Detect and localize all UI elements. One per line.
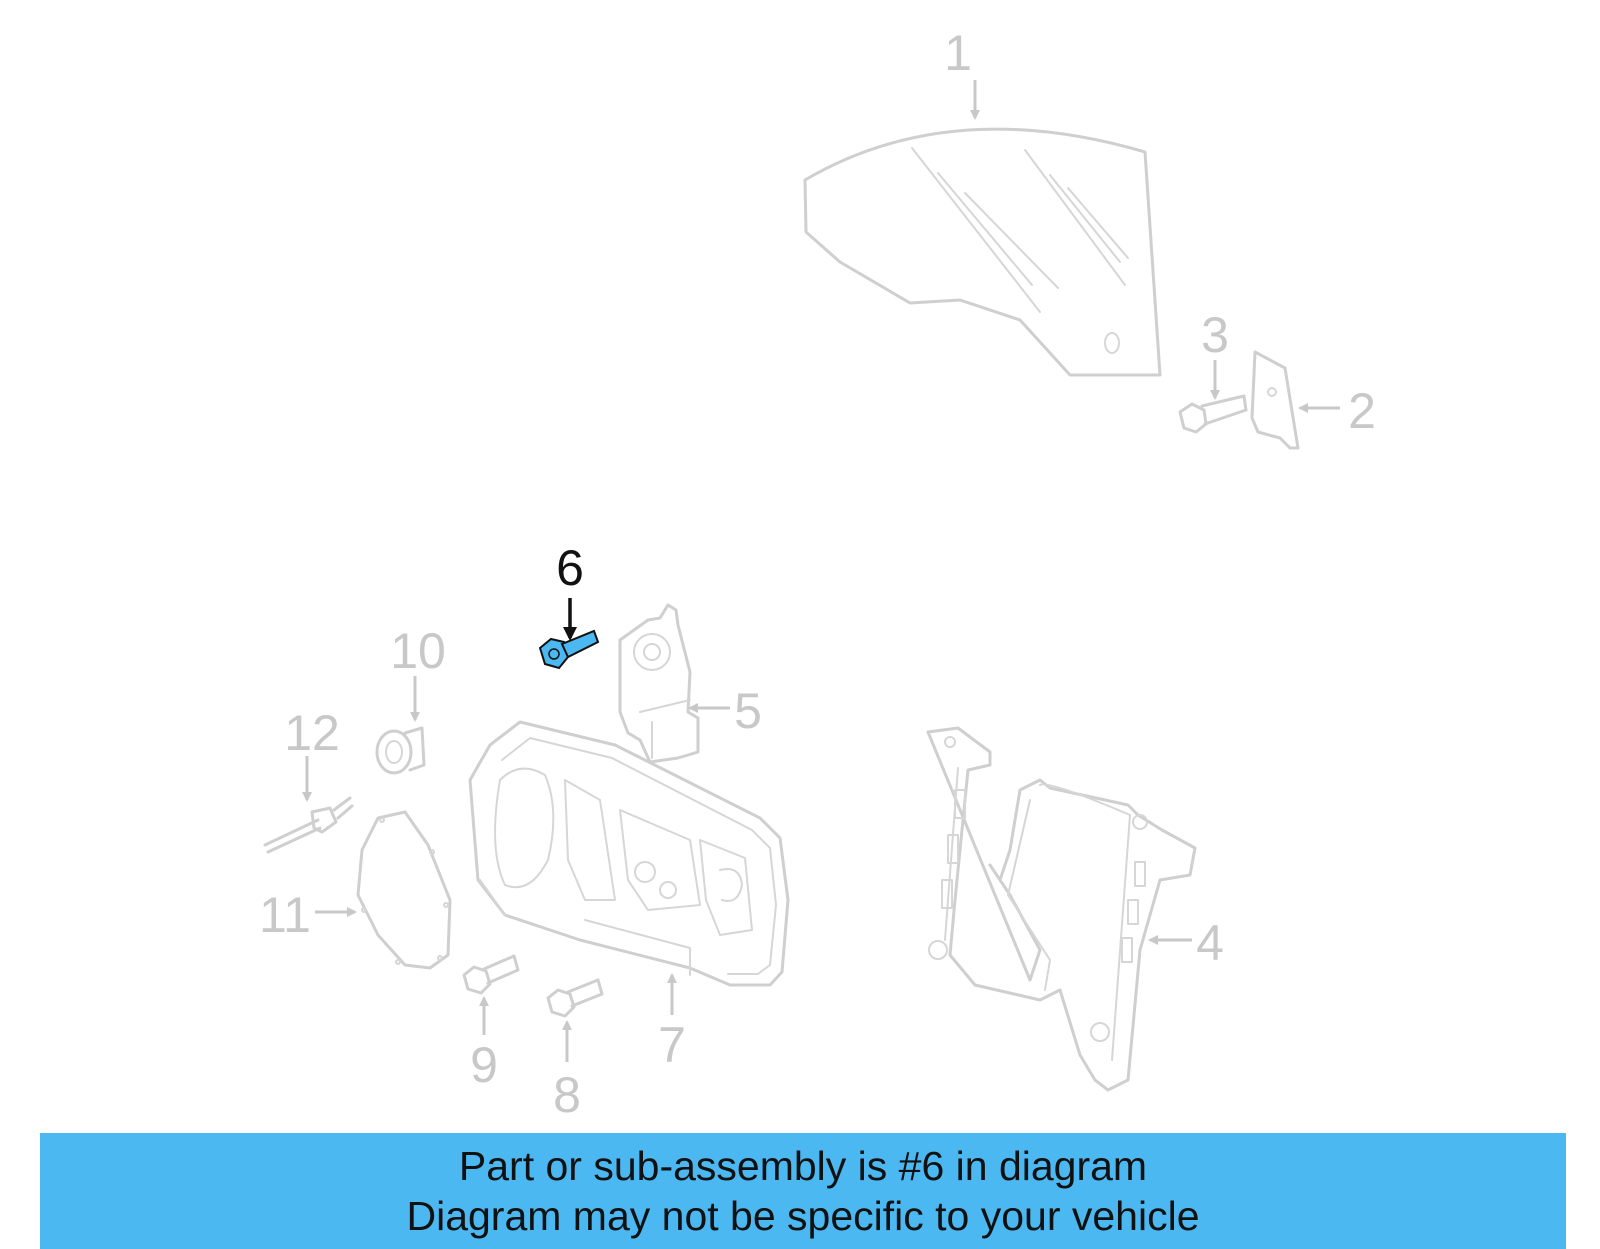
part-12-push-pin-clip [263, 796, 354, 854]
part-10-grommet [375, 726, 426, 775]
callout-2: 2 [1348, 383, 1376, 439]
callout-3: 3 [1201, 307, 1229, 363]
callout-10: 10 [390, 623, 446, 679]
callout-4: 4 [1196, 915, 1224, 971]
callout-7: 7 [658, 1017, 686, 1073]
part-4-window-regulator [926, 726, 1197, 1092]
part-1-door-glass [803, 127, 1162, 377]
callout-5: 5 [734, 683, 762, 739]
part-7-door-carrier-panel [468, 720, 790, 987]
part-8-bolt [546, 978, 604, 1018]
part-3-bolt [1178, 394, 1248, 434]
callout-6: 6 [556, 540, 584, 596]
part-2-bracket [1250, 350, 1300, 450]
callout-8: 8 [553, 1067, 581, 1123]
part-5-regulator-motor [618, 603, 700, 764]
info-banner: Part or sub-assembly is #6 in diagram Di… [40, 1133, 1566, 1249]
part-11-water-shield [356, 810, 452, 970]
banner-line-part-number: Part or sub-assembly is #6 in diagram [458, 1143, 1148, 1189]
part-6-bolt-highlighted [538, 629, 600, 670]
callout-1: 1 [944, 25, 972, 81]
callout-9: 9 [470, 1037, 498, 1093]
callout-12: 12 [284, 705, 340, 761]
banner-line-disclaimer: Diagram may not be specific to your vehi… [406, 1193, 1200, 1239]
part-9-bolt [462, 954, 520, 995]
callout-11: 11 [259, 887, 311, 943]
